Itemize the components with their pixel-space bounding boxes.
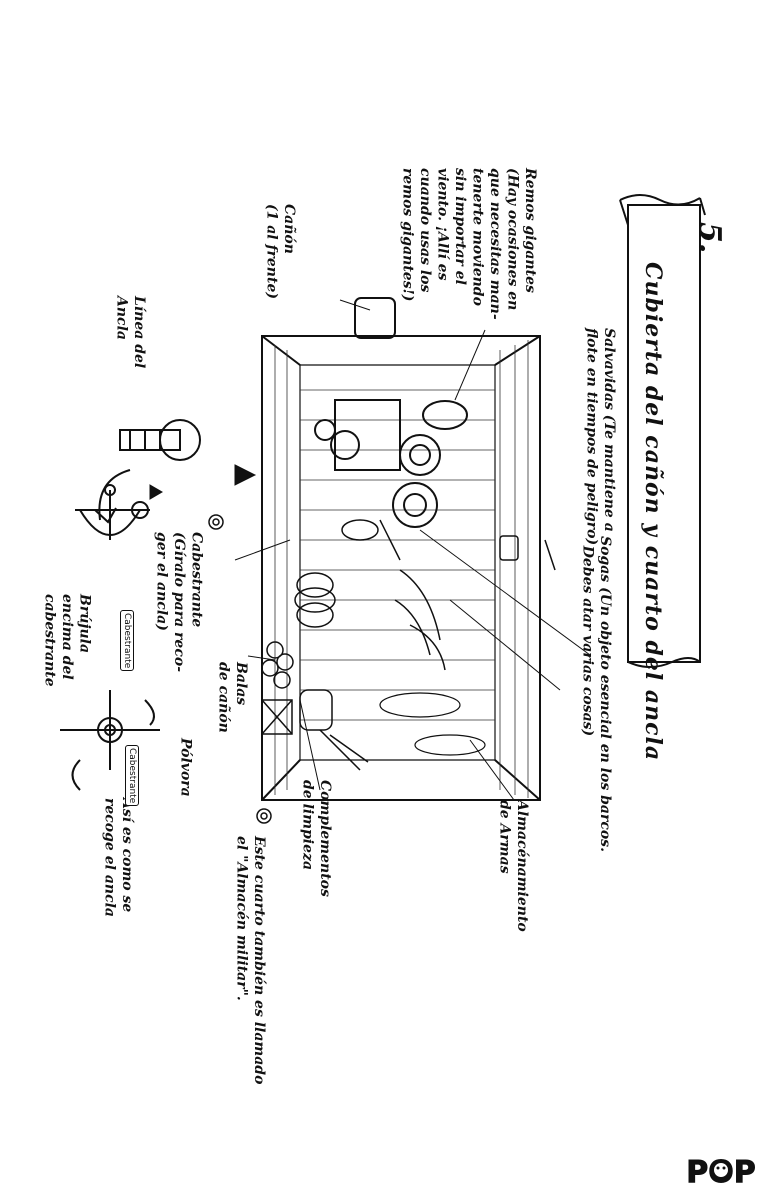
pop-logo: POP bbox=[686, 1155, 756, 1191]
compass-diagram bbox=[60, 690, 160, 791]
label-cabestrante: Cabestrante (Gíralo para reco- ger el an… bbox=[153, 532, 205, 673]
section-number: 5. bbox=[692, 222, 727, 254]
crates bbox=[261, 689, 369, 771]
label-canon: Cañón (1 al frente) bbox=[263, 204, 298, 299]
mini-label-cabestrante-2: Cabestrante bbox=[125, 745, 139, 807]
label-balas: Balas de cañón bbox=[215, 662, 250, 733]
cannon-balls bbox=[261, 641, 294, 689]
label-remos: Remos gigantes (Hay ocasiones en que nec… bbox=[399, 168, 539, 320]
label-linea-ancla: Línea del Ancla bbox=[113, 296, 148, 369]
label-asi-se-recoge: Así es como se recoge el ancla bbox=[101, 798, 136, 917]
scroll-banner bbox=[619, 194, 706, 668]
spiral-bullets bbox=[208, 514, 272, 824]
weapon-rack bbox=[379, 519, 556, 671]
cannon bbox=[314, 297, 401, 471]
label-complementos: Complementos de limpieza bbox=[299, 780, 334, 897]
room-outline bbox=[261, 335, 541, 801]
anchor-diagram bbox=[75, 419, 201, 540]
label-salvavidas: Salvavidas (Te mantiene a flote en tiemp… bbox=[583, 328, 618, 546]
label-polvora: Pólvora bbox=[177, 738, 194, 797]
label-almacenamiento: Almacénamiento de Armas bbox=[496, 800, 531, 932]
arrows bbox=[149, 464, 257, 500]
mini-label-cabestrante-1: Cabestrante bbox=[120, 610, 134, 672]
label-cuarto-militar: Este cuarto también es llamado el "Almac… bbox=[233, 836, 268, 1085]
label-sogas: Sogas (Un objeto esencial en los barcos.… bbox=[579, 536, 614, 852]
pointer-lines bbox=[234, 299, 591, 801]
plank-lines bbox=[274, 340, 529, 798]
section-title: Cubierta del cañón y cuarto del ancla bbox=[640, 262, 666, 762]
label-brujula: Brújula encima del cabestrante bbox=[41, 594, 93, 687]
floor-details bbox=[379, 692, 486, 756]
life-rings bbox=[392, 400, 468, 528]
rope-coil bbox=[294, 519, 379, 628]
